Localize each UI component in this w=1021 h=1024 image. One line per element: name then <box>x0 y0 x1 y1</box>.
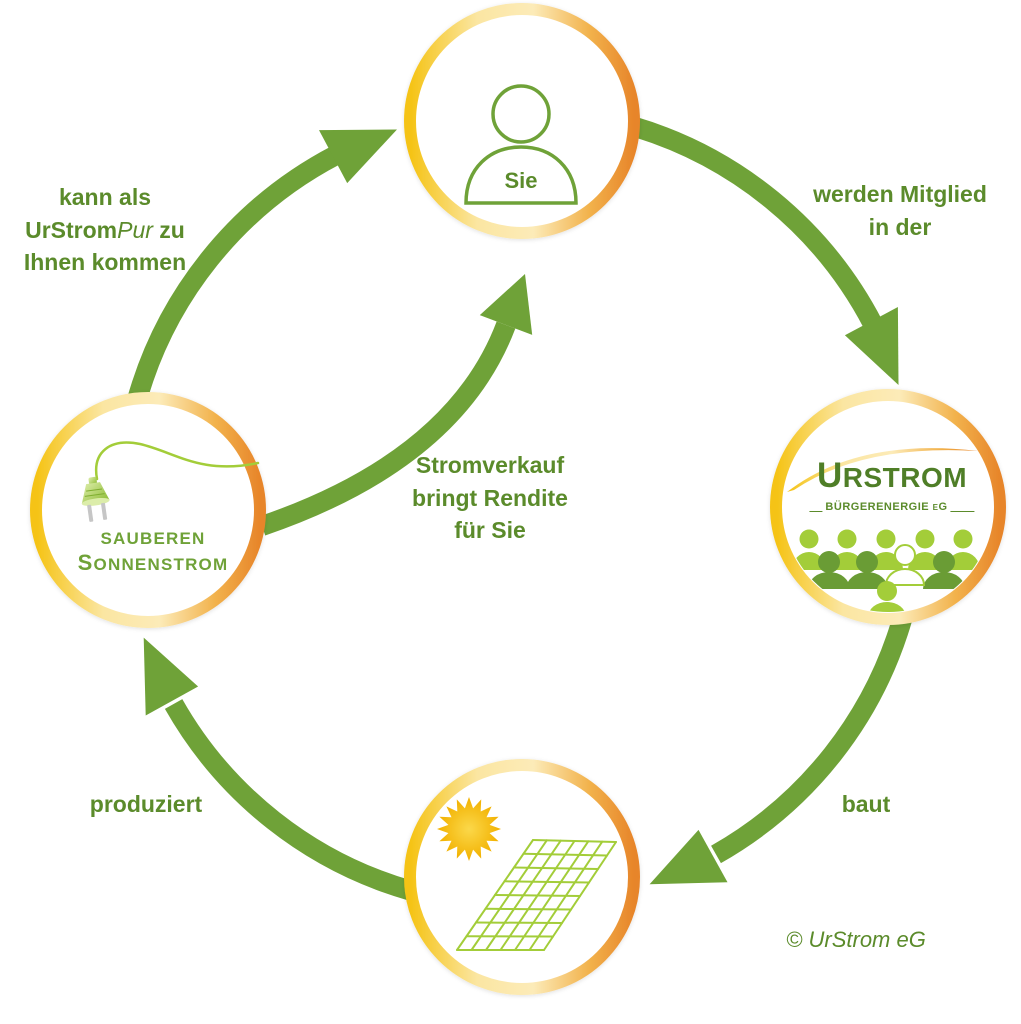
logo-swoosh <box>787 448 978 492</box>
arrow-cooperative-to-solar <box>649 614 913 885</box>
logo-subtitle: BÜRGERENERGIE eG <box>825 501 948 513</box>
node-you-label: Sie <box>504 168 538 193</box>
arrow-solar-to-power <box>143 637 414 901</box>
node-clean-power <box>30 392 266 628</box>
people-group-icon <box>792 529 980 612</box>
logo-rule-right <box>950 510 975 512</box>
label-line: Stromverkauf <box>415 452 565 478</box>
label-power-to-you: kann als UrStromPur zu Ihnen kommen <box>24 181 186 279</box>
node-clean-power-line1: SAUBEREN <box>100 529 206 548</box>
solar-panel-row-line <box>475 921 563 924</box>
person-icon <box>868 581 906 612</box>
sun-icon <box>437 797 501 861</box>
person-icon <box>464 84 578 205</box>
plug-icon <box>81 441 260 522</box>
brand-suffix: Pur <box>117 216 153 243</box>
logo-subtitle-block: BÜRGERENERGIE eG <box>809 500 975 514</box>
label-line: werden Mitglied <box>813 181 987 207</box>
copyright-notice: © UrStrom eG <box>786 927 926 952</box>
label-returns-to-you: Stromverkauf bringt Rendite für Sie <box>412 449 568 547</box>
node-clean-power-line2: SONNENSTROM <box>77 550 229 575</box>
person-icon <box>908 529 942 570</box>
solar-panel-row-line <box>484 907 572 911</box>
logo-subtitle-row: BÜRGERENERGIE eG <box>809 500 975 514</box>
solar-panel-row-line <box>532 839 617 843</box>
sun-rays <box>437 797 501 861</box>
label-line: UrStromPur zu <box>24 214 186 247</box>
person-icon <box>808 551 850 589</box>
solar-panel-row-line <box>494 894 581 897</box>
label-solar-to-power: produziert <box>89 791 203 817</box>
solar-panel-row-line <box>522 852 608 857</box>
arrow-you-to-cooperative <box>626 115 899 385</box>
label-text: zu <box>152 216 185 243</box>
label-line: in der <box>868 213 932 240</box>
label-line: bringt Rendite <box>412 484 568 511</box>
person-icon <box>846 551 888 589</box>
solar-panel-icon <box>456 839 617 951</box>
cable <box>94 441 260 481</box>
person-outline-icon <box>884 544 926 586</box>
arrow-returns-to-you <box>258 274 533 536</box>
solar-panel-row-line <box>503 880 590 884</box>
person-icon <box>923 551 965 589</box>
person-icon <box>946 529 980 570</box>
label-line: für Sie <box>454 517 526 543</box>
logo-title: URSTROM <box>816 456 968 495</box>
label-you-to-cooperative: werden Mitglied in der <box>813 178 987 243</box>
arrow-power-to-you <box>125 129 397 408</box>
label-cooperative-to-solar: baut <box>841 791 891 817</box>
node-you <box>404 3 640 239</box>
label-line: Ihnen kommen <box>23 249 187 275</box>
label-line: kann als <box>58 184 152 210</box>
brand-name: UrStrom <box>25 216 118 243</box>
node-clean-power-text: SAUBEREN SONNENSTROM <box>78 527 229 577</box>
solar-panel-row-line <box>513 866 599 870</box>
logo-rule-left <box>809 510 823 512</box>
